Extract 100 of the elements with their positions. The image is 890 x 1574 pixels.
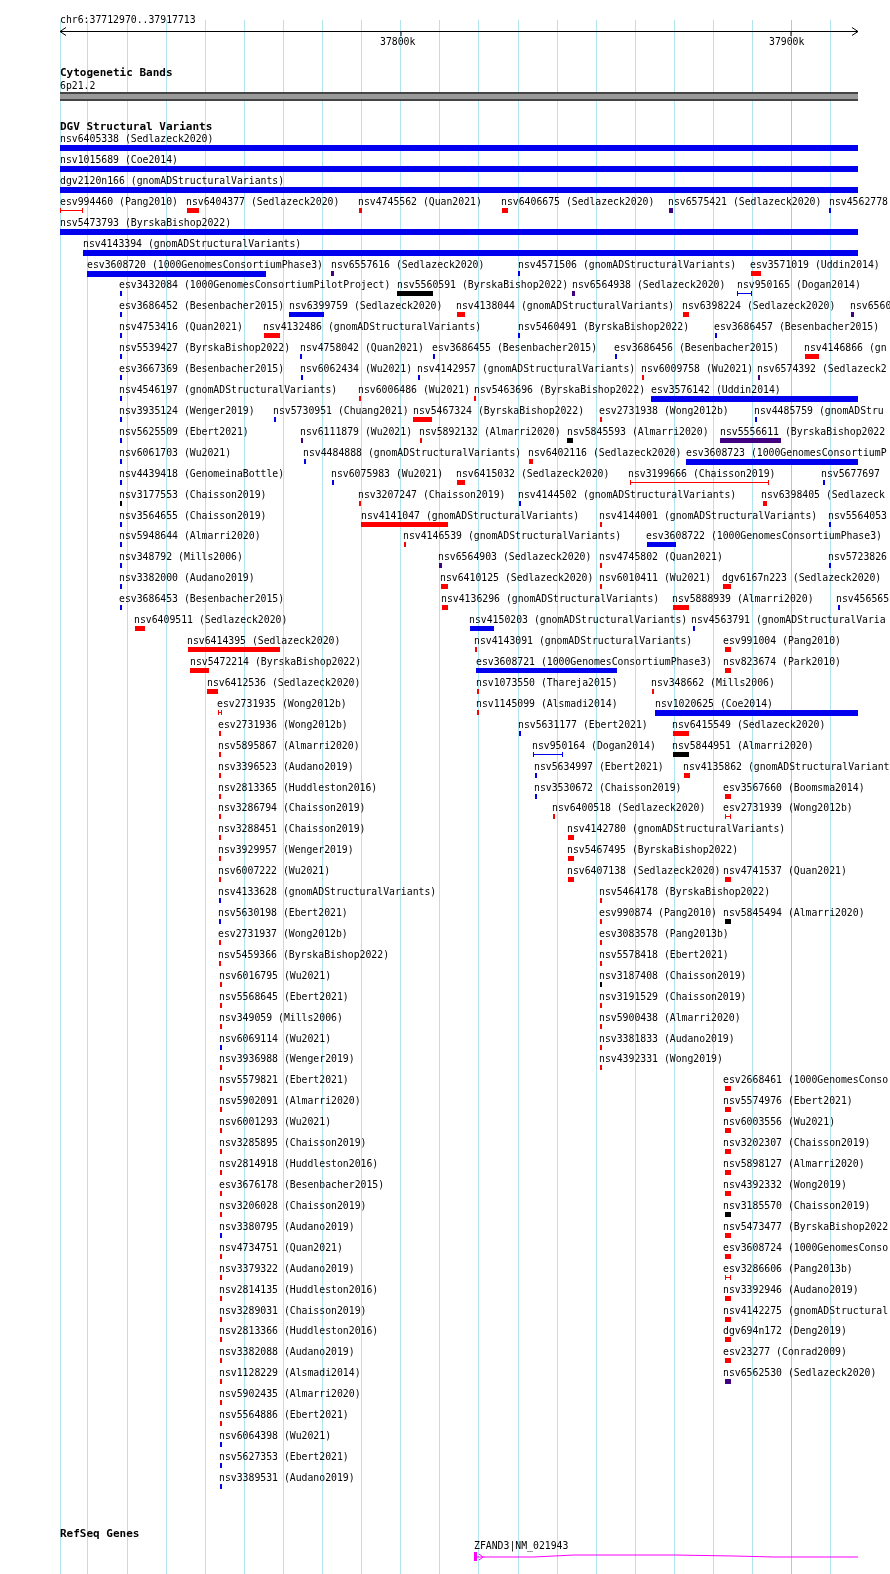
feature-label: nsv5467495 (ByrskaBishop2022) (567, 844, 739, 855)
feature-label: nsv3936988 (Wenger2019) (219, 1053, 355, 1064)
feature-label: esv3686456 (Besenbacher2015) (614, 342, 780, 353)
feature-label: nsv3564655 (Chaisson2019) (119, 510, 267, 521)
feature-label: nsv5574976 (Ebert2021) (723, 1095, 853, 1106)
feature-label: nsv4136296 (gnomADStructuralVariants) (441, 593, 660, 604)
feature-label: nsv5627353 (Ebert2021) (219, 1451, 349, 1462)
feature-label: nsv3392946 (Audano2019) (723, 1284, 859, 1295)
feature-label: esv2668461 (1000GenomesConso (723, 1074, 889, 1085)
feature-label: nsv3935124 (Wenger2019) (119, 405, 255, 416)
track-title: DGV Structural Variants (60, 121, 213, 132)
feature-label: nsv3177553 (Chaisson2019) (119, 489, 267, 500)
feature-label: nsv5463696 (ByrskaBishop2022) (474, 384, 646, 395)
feature-label: nsv5900438 (Almarri2020) (599, 1012, 741, 1023)
feature-label: nsv3379322 (Audano2019) (219, 1263, 355, 1274)
feature-label: nsv4144001 (gnomADStructuralVariants) (599, 510, 818, 521)
feature-label: nsv1015689 (Coe2014) (60, 154, 178, 165)
feature-label: nsv1128229 (Alsmadi2014) (219, 1367, 361, 1378)
feature-label: nsv5464178 (ByrskaBishop2022) (599, 886, 771, 897)
feature-label: nsv3191529 (Chaisson2019) (599, 991, 747, 1002)
feature-label: nsv5473793 (ByrskaBishop2022) (60, 217, 232, 228)
feature-label: nsv3285895 (Chaisson2019) (219, 1137, 367, 1148)
feature-label: nsv6564938 (Sedlazeck2020) (572, 279, 726, 290)
feature-label: nsv6069114 (Wu2021) (219, 1033, 332, 1044)
feature-label: nsv5895867 (Almarri2020) (218, 740, 360, 751)
feature-label: nsv2814918 (Huddleston2016) (219, 1158, 379, 1169)
feature-label: nsv6564903 (Sedlazeck2020) (438, 551, 592, 562)
feature-label: nsv4143394 (gnomADStructuralVariants) (83, 238, 302, 249)
feature-label: nsv6398224 (Sedlazeck2020) (682, 300, 836, 311)
feature-label: esv3608724 (1000GenomesConso (723, 1242, 889, 1253)
feature-label: nsv5539427 (ByrskaBishop2022) (119, 342, 291, 353)
feature-label: nsv6010411 (Wu2021) (599, 572, 712, 583)
feature-label: esv3686452 (Besenbacher2015) (119, 300, 285, 311)
feature-label: nsv1145099 (Alsmadi2014) (476, 698, 618, 709)
feature-label: nsv6562530 (Sedlazeck2020) (723, 1367, 877, 1378)
feature-label: nsv5898127 (Almarri2020) (723, 1158, 865, 1169)
feature-label: esv3686455 (Besenbacher2015) (432, 342, 598, 353)
gene-label: ZFAND3|NM_021943 (474, 1540, 569, 1551)
feature-label: nsv4571506 (gnomADStructuralVariants) (518, 259, 737, 270)
feature-label: nsv1020625 (Coe2014) (655, 698, 773, 709)
feature-label: nsv5677697 (821, 468, 880, 479)
feature-label: nsv823674 (Park2010) (723, 656, 841, 667)
feature-label: nsv4392332 (Wong2019) (723, 1179, 847, 1190)
feature-label: nsv4745802 (Quan2021) (599, 551, 723, 562)
feature-label: nsv3206028 (Chaisson2019) (219, 1200, 367, 1211)
feature-label: nsv6402116 (Sedlazeck2020) (528, 447, 682, 458)
feature-label: nsv5467324 (ByrskaBishop2022) (413, 405, 585, 416)
feature-label: nsv6075983 (Wu2021) (331, 468, 444, 479)
feature-label: nsv6557616 (Sedlazeck2020) (331, 259, 485, 270)
feature-label: nsv4439418 (GenomeinaBottle) (119, 468, 285, 479)
feature-label: nsv5473477 (ByrskaBishop2022 (723, 1221, 889, 1232)
feature-label: nsv6007222 (Wu2021) (218, 865, 331, 876)
feature-label: nsv6415032 (Sedlazeck2020) (456, 468, 610, 479)
track-title: Cytogenetic Bands (60, 67, 173, 78)
feature-label: nsv4142780 (gnomADStructuralVariants) (567, 823, 786, 834)
feature-label: nsv4485759 (gnomADStru (754, 405, 884, 416)
feature-label: esv3608722 (1000GenomesConsortiumPhase3) (646, 530, 882, 541)
feature-label: nsv349059 (Mills2006) (219, 1012, 343, 1023)
feature-label: nsv5625509 (Ebert2021) (119, 426, 249, 437)
feature-label: esv2731936 (Wong2012b) (218, 719, 348, 730)
feature-label: esv3576142 (Uddin2014) (651, 384, 781, 395)
feature-label: esv3686457 (Besenbacher2015) (714, 321, 880, 332)
feature-label: nsv5948644 (Almarri2020) (119, 530, 261, 541)
feature-label: esv3286606 (Pang2013b) (723, 1263, 853, 1274)
feature-label: esv3571019 (Uddin2014) (750, 259, 880, 270)
feature-label: nsv3929957 (Wenger2019) (218, 844, 354, 855)
feature-label: nsv4132486 (gnomADStructuralVariants) (263, 321, 482, 332)
feature-label: nsv3396523 (Audano2019) (218, 761, 354, 772)
feature-label: nsv5888939 (Almarri2020) (672, 593, 814, 604)
feature-label: nsv6410125 (Sedlazeck2020) (440, 572, 594, 583)
feature-label: nsv3289031 (Chaisson2019) (219, 1305, 367, 1316)
feature-label: nsv2813366 (Huddleston2016) (219, 1325, 379, 1336)
feature-label: esv2731937 (Wong2012b) (218, 928, 348, 939)
feature-label: esv2731938 (Wong2012b) (599, 405, 729, 416)
feature-label: nsv3389531 (Audano2019) (219, 1472, 355, 1483)
feature-label: nsv6061703 (Wu2021) (119, 447, 232, 458)
feature-label: nsv6404377 (Sedlazeck2020) (186, 196, 340, 207)
feature-label: nsv5634997 (Ebert2021) (534, 761, 664, 772)
feature-label: nsv5459366 (ByrskaBishop2022) (218, 949, 390, 960)
feature-label: nsv4146866 (gn (804, 342, 887, 353)
feature-label: nsv456565 (836, 593, 890, 604)
track-title: RefSeq Genes (60, 1528, 140, 1539)
feature-label: nsv3286794 (Chaisson2019) (218, 802, 366, 813)
feature-label: nsv6006486 (Wu2021) (358, 384, 471, 395)
feature-label: nsv4546197 (gnomADStructuralVariants) (119, 384, 338, 395)
feature-label: nsv4392331 (Wong2019) (599, 1053, 723, 1064)
feature-label: nsv6016795 (Wu2021) (219, 970, 332, 981)
feature-label: nsv4741537 (Quan2021) (723, 865, 847, 876)
feature-label: esv3667369 (Besenbacher2015) (119, 363, 285, 374)
feature-label: nsv4138044 (gnomADStructuralVariants) (456, 300, 675, 311)
feature-label: nsv3199666 (Chaisson2019) (628, 468, 776, 479)
feature-label: nsv4150203 (gnomADStructuralVariants) (469, 614, 688, 625)
feature-label: nsv6407138 (Sedlazeck2020) (567, 865, 721, 876)
feature-label: nsv5568645 (Ebert2021) (219, 991, 349, 1002)
feature-label: nsv4562778 (829, 196, 888, 207)
feature-label: nsv6406675 (Sedlazeck2020) (501, 196, 655, 207)
feature-label: esv2731939 (Wong2012b) (723, 802, 853, 813)
feature-label: nsv6405338 (Sedlazeck2020) (60, 133, 214, 144)
feature-label: esv994460 (Pang2010) (60, 196, 178, 207)
feature-label: nsv2813365 (Huddleston2016) (218, 782, 378, 793)
